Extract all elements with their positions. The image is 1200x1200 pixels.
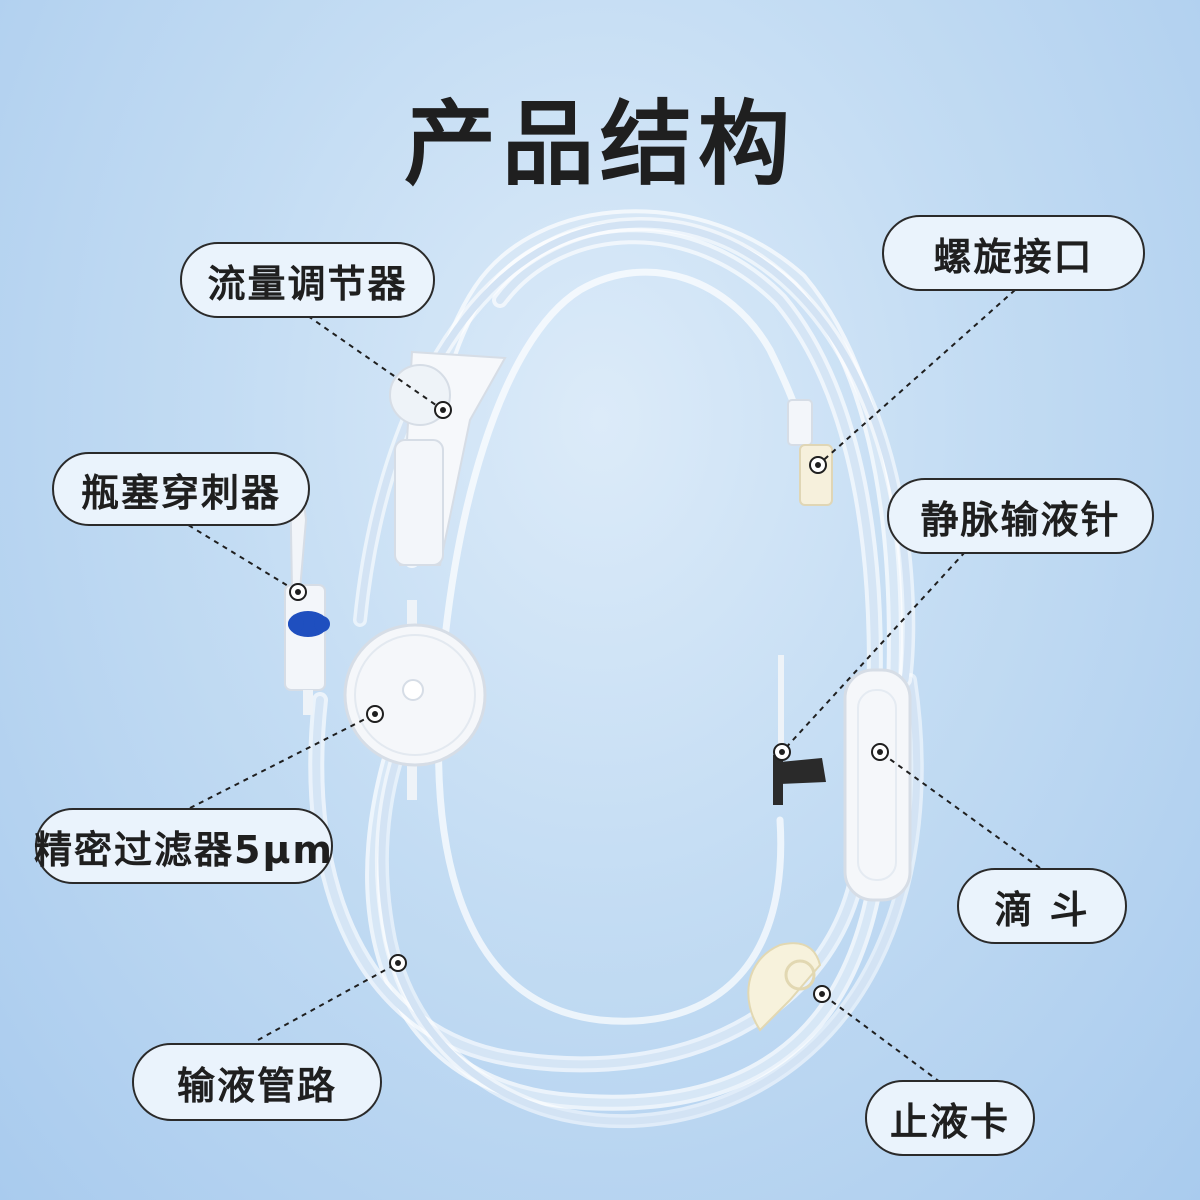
drip-chamber-part (845, 670, 910, 900)
callout-dot-drip (872, 744, 888, 760)
filter-part (345, 600, 485, 800)
label-filter: 精密过滤器5μm (35, 808, 333, 884)
iv-needle-part (773, 655, 826, 805)
label-stop-clip: 止液卡 (865, 1080, 1035, 1156)
tube-loop-inner (439, 272, 800, 1021)
stop-clip-part (748, 943, 820, 1030)
callout-dot-needle (774, 744, 790, 760)
label-tubing: 输液管路 (132, 1043, 382, 1121)
label-drip-chamber: 滴 斗 (957, 868, 1127, 944)
callout-dot-spike (290, 584, 306, 600)
callout-dot-tubing (390, 955, 406, 971)
label-flow-regulator: 流量调节器 (180, 242, 435, 318)
callout-dot-flow-regulator (435, 402, 451, 418)
callout-dot-luer (810, 457, 826, 473)
label-spike: 瓶塞穿刺器 (52, 452, 310, 526)
callout-dot-filter (367, 706, 383, 722)
luer-connector-part (788, 400, 832, 505)
label-luer-connector: 螺旋接口 (882, 215, 1145, 291)
label-iv-needle: 静脉输液针 (887, 478, 1154, 554)
callout-dot-clip (814, 986, 830, 1002)
